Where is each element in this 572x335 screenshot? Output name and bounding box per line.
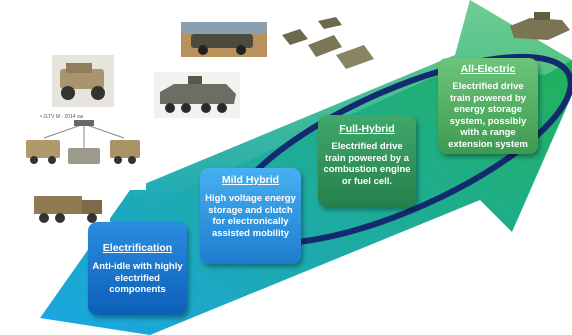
suv-photo bbox=[181, 22, 267, 57]
stage-title: Full-Hybrid bbox=[339, 123, 395, 135]
stage-title: Electrification bbox=[102, 242, 173, 254]
ugv-group-photo bbox=[278, 15, 378, 75]
arrow-shine bbox=[130, 0, 572, 205]
stryker-photo bbox=[154, 72, 240, 118]
robotic-tank-photo bbox=[510, 12, 570, 40]
mrap-network-photo bbox=[20, 118, 146, 190]
vehicle-caption: • JLTV M - 2014 sw. bbox=[40, 114, 85, 120]
stage-all-electric-box: All-Electric Electrified drive train pow… bbox=[438, 58, 538, 154]
stage-title: All-Electric bbox=[460, 63, 516, 75]
stage-description: Electrified drive train powered by a com… bbox=[323, 141, 411, 187]
stage-description: High voltage energy storage and clutch f… bbox=[205, 193, 296, 239]
stage-title: Mild Hybrid bbox=[221, 174, 280, 186]
stage-electrification-box: Electrification Anti-idle with highly el… bbox=[88, 222, 187, 315]
cargo-truck-photo bbox=[30, 190, 110, 226]
stage-description: Electrified drive train powered by energ… bbox=[448, 81, 528, 150]
stage-full-hybrid-box: Full-Hybrid Electrified drive train powe… bbox=[318, 115, 416, 207]
jltv-photo bbox=[52, 55, 114, 107]
stage-mild-hybrid-box: Mild Hybrid High voltage energy storage … bbox=[200, 168, 301, 264]
stage-description: Anti-idle with highly electrified compon… bbox=[92, 261, 183, 295]
